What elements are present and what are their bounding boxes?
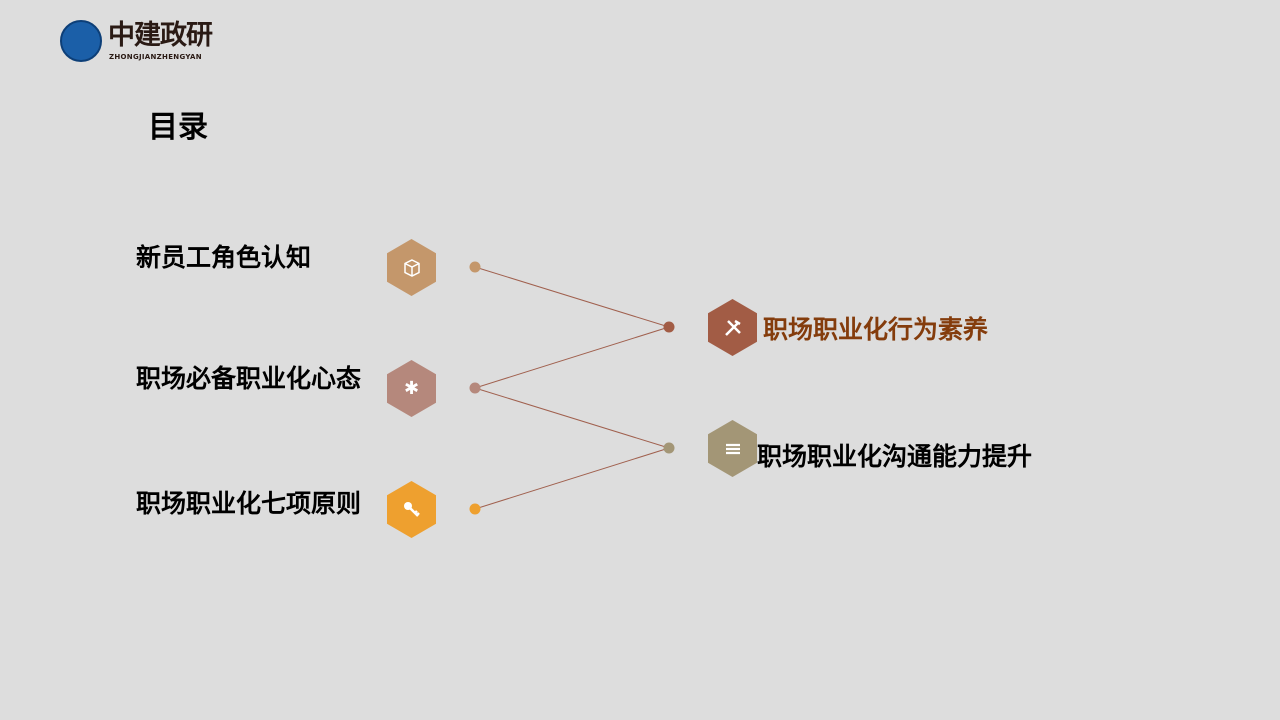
connector-dot bbox=[469, 261, 481, 273]
toc-item-4[interactable]: 职场职业化行为素养 bbox=[763, 315, 989, 344]
connector-dot bbox=[469, 382, 481, 394]
layers-icon bbox=[708, 420, 757, 477]
connector-line bbox=[474, 266, 670, 328]
logo-name: 中建政研 bbox=[108, 20, 213, 51]
toc-item-2[interactable]: 职场必备职业化心态 bbox=[136, 364, 362, 393]
company-logo: 中建政研 ZHONGJIANZHENGYAN bbox=[60, 20, 230, 64]
toc-item-3[interactable]: 职场职业化七项原则 bbox=[136, 489, 362, 518]
connector-line bbox=[474, 447, 670, 510]
tools-icon bbox=[708, 299, 757, 356]
page-title: 目录 bbox=[148, 110, 208, 145]
connector-dot bbox=[663, 321, 675, 333]
connector-line bbox=[474, 387, 670, 449]
logo-emblem-icon bbox=[60, 20, 102, 62]
logo-subtitle: ZHONGJIANZHENGYAN bbox=[109, 53, 202, 61]
connector-line bbox=[474, 326, 670, 389]
toc-item-5[interactable]: 职场职业化沟通能力提升 bbox=[757, 442, 1033, 471]
connector-dot bbox=[663, 442, 675, 454]
connector-dot bbox=[469, 503, 481, 515]
toc-item-1[interactable]: 新员工角色认知 bbox=[136, 243, 312, 272]
